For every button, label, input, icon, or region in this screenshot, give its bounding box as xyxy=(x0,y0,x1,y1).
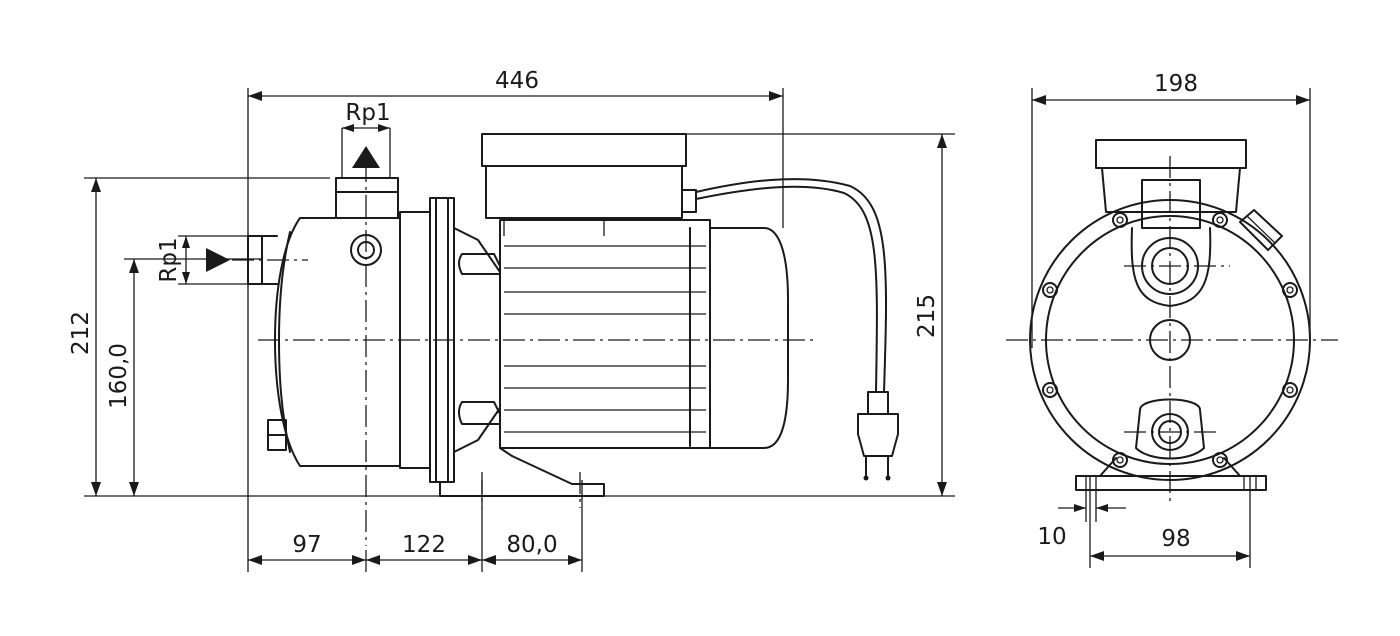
side-view: 446 Rp1 Rp1 212 160,0 215 97 xyxy=(68,68,955,572)
dim-inlet-thread-top: Rp1 xyxy=(345,100,390,126)
dim-inlet-thread-side: Rp1 xyxy=(156,237,182,282)
dim-foot-slot: 10 xyxy=(1037,524,1066,550)
dim-overall-length: 446 xyxy=(495,68,539,94)
dim-distance-c: 80,0 xyxy=(506,532,557,558)
dim-foot-spacing: 98 xyxy=(1161,526,1190,552)
flow-arrow-up-icon xyxy=(352,146,380,168)
dim-shaft-height: 160,0 xyxy=(106,343,132,409)
dim-distance-b: 122 xyxy=(402,532,446,558)
dim-height-with-box: 215 xyxy=(914,294,940,338)
dim-distance-a: 97 xyxy=(292,532,321,558)
dim-overall-width: 198 xyxy=(1154,71,1198,97)
flow-arrow-right-icon xyxy=(206,248,230,272)
front-view: 198 10 98 xyxy=(1006,71,1338,568)
dim-total-height: 212 xyxy=(68,311,94,355)
